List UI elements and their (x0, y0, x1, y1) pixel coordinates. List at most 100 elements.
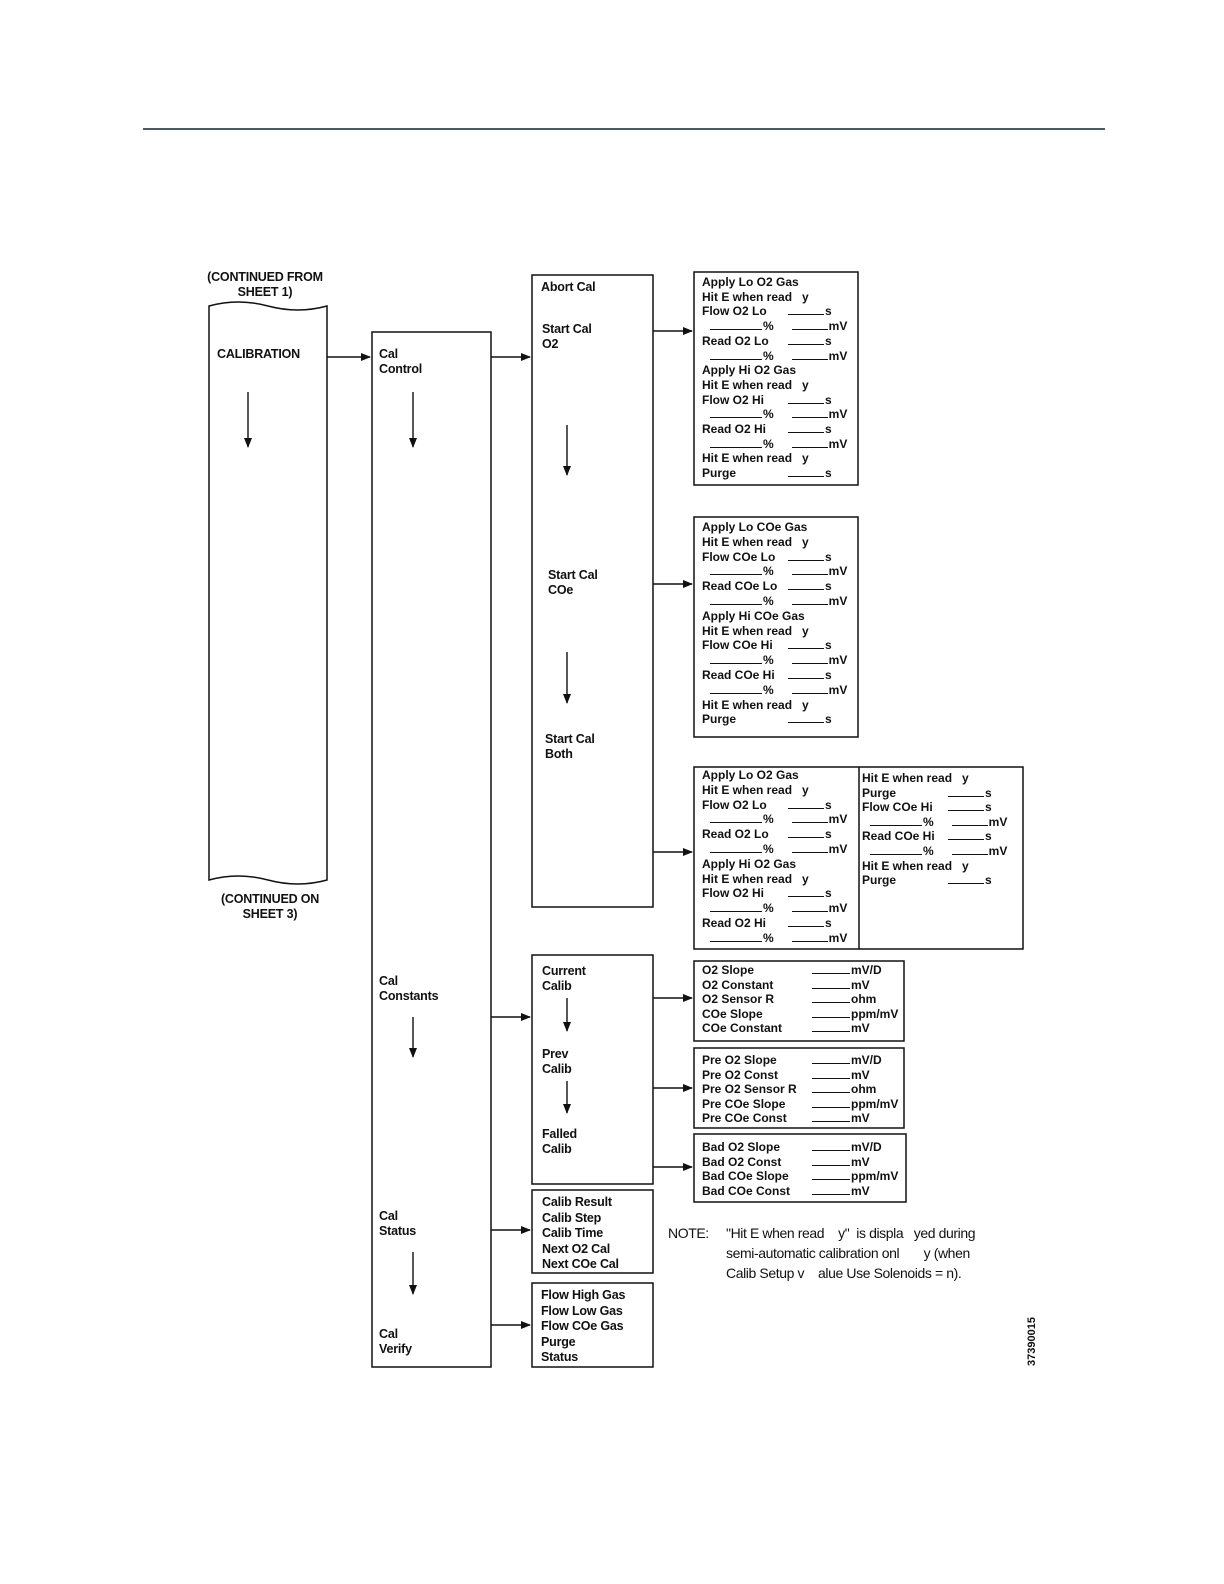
row-label: Purge (702, 466, 737, 481)
constants-menu-box (531, 954, 654, 1185)
unit-label: mV (828, 682, 848, 697)
menu-item-cal-constants[interactable]: Cal Constants (379, 974, 439, 1003)
menu-item-cal-verify[interactable]: Cal Verify (379, 1327, 412, 1356)
row-label: Read O2 Hi (702, 422, 767, 436)
menu-item-current-calib[interactable]: Current Calib (542, 964, 586, 993)
blank-line (791, 438, 828, 448)
blank-line (788, 335, 824, 345)
unit-label: % (763, 682, 774, 697)
unit-label: mV (828, 842, 848, 856)
unit-label: s (825, 392, 832, 407)
row-label: Apply Hi O2 Gas (702, 363, 797, 378)
status-menu-items[interactable]: Calib Result Calib Step Calib Time Next … (542, 1195, 619, 1271)
blank-line (812, 979, 850, 989)
unit-label: mV/D (851, 963, 882, 977)
blank-line (788, 887, 824, 898)
sequence-row: Hit E when read y (862, 859, 969, 873)
unit-label: mV (828, 564, 848, 579)
blank-line (812, 1083, 850, 1094)
row-label: Apply Lo O2 Gas (702, 768, 799, 782)
unit-label: s (825, 712, 832, 727)
unit-label: ppm/mV (851, 1096, 899, 1111)
blank-line (788, 828, 824, 839)
sequence-row: Apply Hi O2 Gas (702, 857, 796, 871)
unit-label: ohm (851, 992, 877, 1007)
sequence-row: %mV (702, 812, 847, 826)
blank-line (791, 350, 828, 360)
sequence-row: %mV (702, 931, 847, 945)
unit-label: % (763, 319, 774, 334)
unit-label: mV (828, 653, 848, 668)
continued-from-label: (CONTINUED FROM SHEET 1) (207, 270, 323, 299)
row-label: Hit E when read y (702, 534, 809, 549)
note-label: NOTE: (668, 1225, 709, 1241)
unit-label: s (825, 549, 832, 564)
constant-label: O2 Sensor R (702, 992, 775, 1007)
sequence-row: Hit E when read y (702, 290, 809, 304)
unit-label: mV (851, 1021, 870, 1036)
row-label: Read O2 Hi (702, 916, 767, 930)
unit-label: mV (828, 594, 848, 608)
sequence-row: %mV (702, 407, 847, 421)
unit-label: % (763, 812, 774, 827)
constant-row: O2 Sensor R ohm (702, 992, 876, 1006)
unit-label: mV (851, 1183, 870, 1198)
menu-item-cal-control[interactable]: Cal Control (379, 347, 423, 376)
menu-item-start-cal-both[interactable]: Start Cal Both (545, 732, 595, 761)
row-label: Read COe Hi (862, 829, 935, 844)
unit-label: mV (828, 930, 848, 945)
menu-item-abort-cal[interactable]: Abort Cal (541, 280, 596, 294)
sequence-row: Hit E when read y (702, 378, 809, 392)
blank-line (710, 350, 762, 360)
unit-label: s (985, 800, 992, 815)
blank-line (791, 565, 828, 576)
blank-line (812, 1098, 850, 1108)
constant-label: Pre COe Const (702, 1111, 787, 1126)
sequence-row: % mV (702, 594, 847, 608)
blank-line (788, 580, 824, 591)
unit-label: % (763, 564, 774, 579)
unit-label: mV (828, 407, 848, 422)
row-label: Flow O2 Lo (702, 304, 767, 319)
row-label: Flow COe Hi (862, 800, 933, 815)
blank-line (788, 639, 824, 650)
menu-item-failed-calib[interactable]: Falled Calib (542, 1127, 577, 1156)
row-label: Purge (862, 785, 897, 800)
blank-line (710, 438, 762, 448)
menu-item-start-cal-o2[interactable]: Start Cal O2 (542, 322, 592, 351)
constant-label: Pre O2 Sensor R (702, 1082, 797, 1097)
row-label: Apply Lo O2 Gas (702, 275, 799, 289)
sequence-row: %mV (862, 815, 1007, 829)
constant-label: Bad O2 Const (702, 1154, 782, 1169)
cal-menu-box (371, 331, 492, 1368)
sequence-row: %mV (702, 319, 847, 333)
blank-line (951, 816, 988, 826)
menu-item-prev-calib[interactable]: Prev Calib (542, 1047, 572, 1076)
constant-row: COe Constant mV (702, 1021, 870, 1035)
unit-label: mV (828, 348, 848, 363)
unit-label: % (763, 594, 774, 608)
menu-item-cal-status[interactable]: Cal Status (379, 1209, 417, 1238)
row-label: Purge (862, 873, 897, 888)
continued-on-label: (CONTINUED ON SHEET 3) (220, 892, 320, 921)
menu-item-start-cal-coe[interactable]: Start Cal COe (548, 568, 598, 597)
unit-label: % (763, 436, 774, 451)
constant-label: COe Constant (702, 1021, 783, 1036)
blank-line (710, 595, 762, 605)
row-label: Hit E when read y (702, 289, 809, 304)
row-label: Hit E when read y (702, 451, 809, 466)
verify-menu-items[interactable]: Flow High Gas Flow Low Gas Flow COe Gas … (541, 1288, 626, 1364)
blank-line (791, 932, 828, 942)
unit-label: mV (828, 436, 848, 451)
